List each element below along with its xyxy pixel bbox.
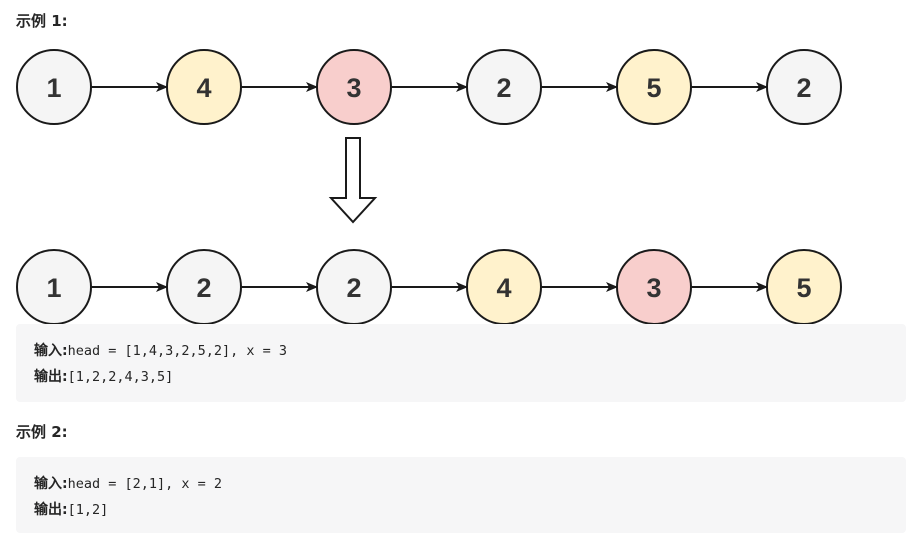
example-2-title: 示例 2: — [16, 423, 68, 441]
before-node-value: 2 — [796, 73, 811, 103]
input-label: 输入: — [34, 343, 68, 359]
output-label: 输出: — [34, 502, 68, 518]
before-node — [466, 49, 542, 125]
output-label: 输出: — [34, 369, 68, 385]
before-node — [766, 49, 842, 125]
before-node — [616, 49, 692, 125]
example-1-output-line: 输出:[1,2,2,4,3,5] — [34, 364, 906, 390]
before-node-value: 3 — [346, 73, 361, 103]
before-node — [316, 49, 392, 125]
input-value: head = [1,4,3,2,5,2], x = 3 — [67, 343, 288, 359]
output-value: [1,2] — [67, 502, 109, 518]
example-1-title: 示例 1: — [16, 12, 68, 30]
input-label: 输入: — [34, 476, 68, 492]
example-2-input-line: 输入:head = [2,1], x = 2 — [34, 471, 906, 497]
example-1-code-block: 输入:head = [1,4,3,2,5,2], x = 3 输出:[1,2,2… — [16, 324, 906, 402]
input-value: head = [2,1], x = 2 — [67, 476, 223, 492]
after-node-value: 1 — [46, 273, 61, 303]
transform-down-arrow — [328, 137, 378, 224]
after-node-value: 5 — [796, 273, 811, 303]
before-node — [166, 49, 242, 125]
before-node-value: 1 — [46, 73, 61, 103]
after-node-value: 4 — [496, 273, 511, 303]
example-1-input-line: 输入:head = [1,4,3,2,5,2], x = 3 — [34, 338, 906, 364]
after-node-value: 3 — [646, 273, 661, 303]
list-after: 1 2 2 4 3 5 — [16, 249, 842, 325]
before-node-value: 5 — [646, 73, 661, 103]
before-node-value: 4 — [196, 73, 211, 103]
example-2-output-line: 输出:[1,2] — [34, 497, 906, 523]
example-2-code-block: 输入:head = [2,1], x = 2 输出:[1,2] — [16, 457, 906, 533]
after-node-value: 2 — [346, 273, 361, 303]
before-node-value: 2 — [496, 73, 511, 103]
before-node — [16, 49, 92, 125]
linked-list-partition-diagram: 1 4 3 2 5 2 1 2 2 4 3 5 — [16, 49, 842, 325]
list-before: 1 4 3 2 5 2 — [16, 49, 842, 125]
output-value: [1,2,2,4,3,5] — [67, 369, 174, 385]
after-node-value: 2 — [196, 273, 211, 303]
